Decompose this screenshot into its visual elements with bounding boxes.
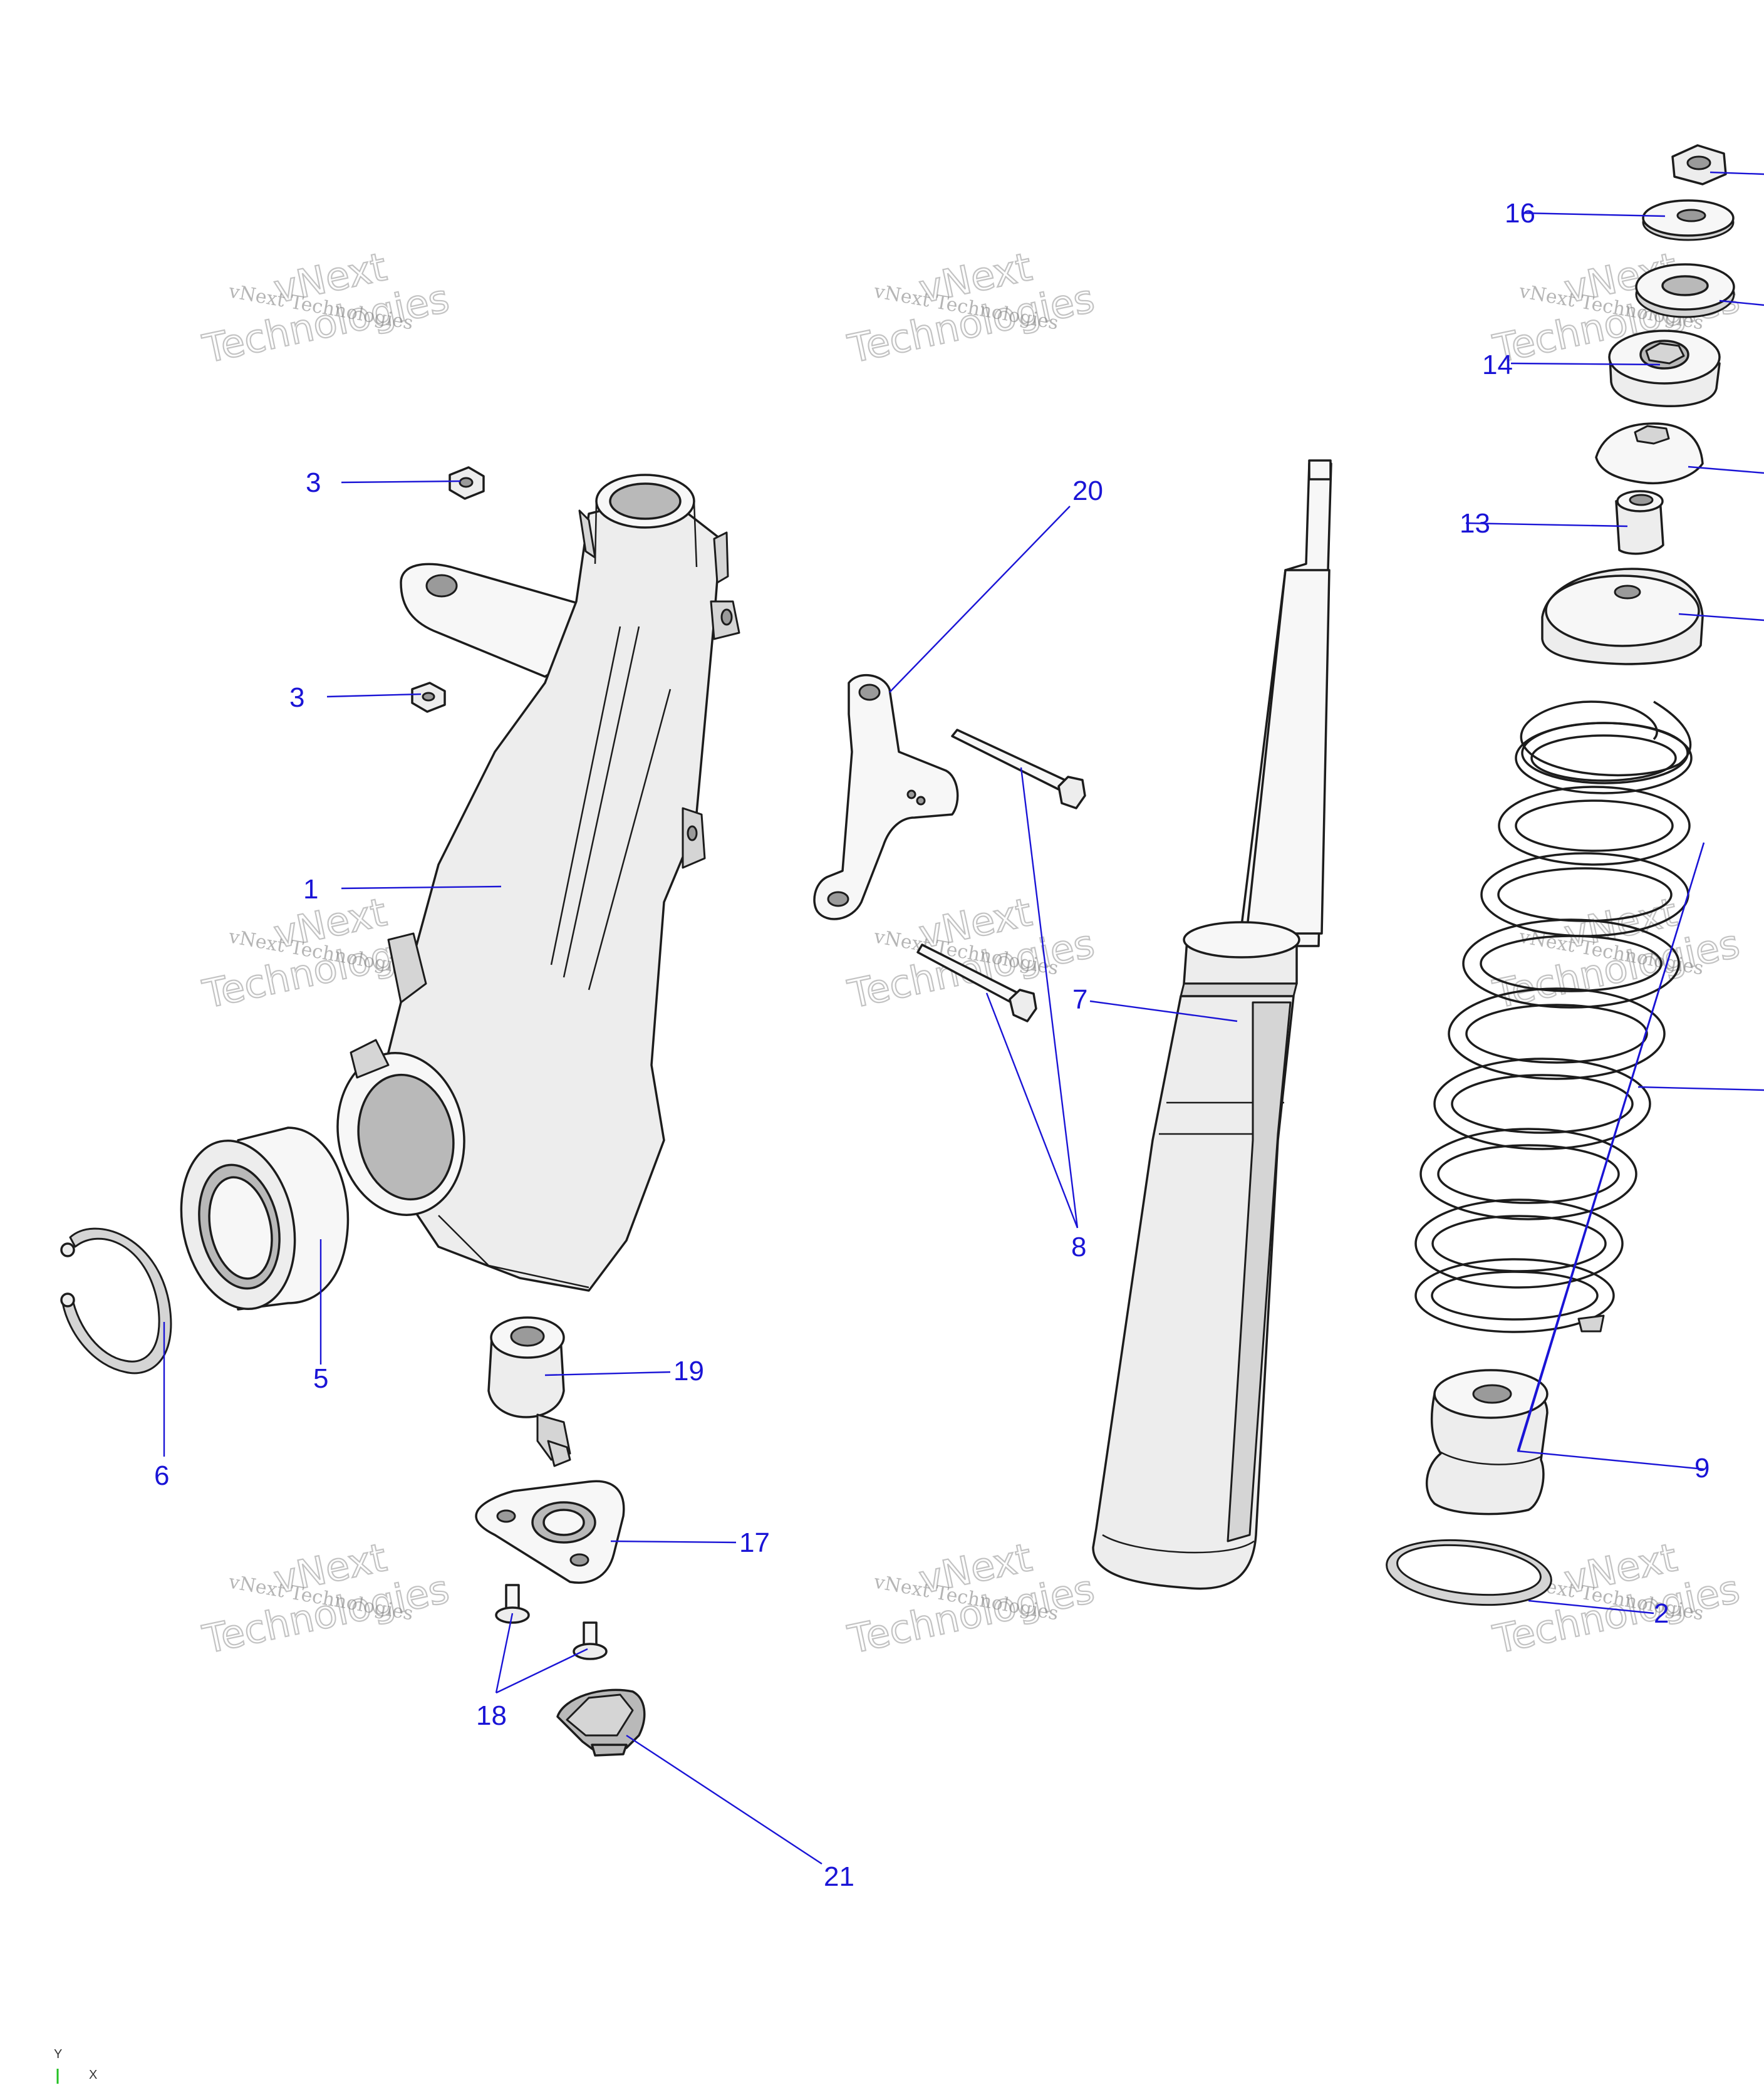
part-19-ball-joint <box>487 1316 571 1467</box>
part-cone-spacer <box>1595 422 1704 484</box>
callout-21: 21 <box>824 1861 854 1892</box>
callout-7: 7 <box>1072 984 1087 1015</box>
part-coil-spring <box>1414 700 1693 1333</box>
watermark-bottom-center: vNext Technologies vNext Technologies <box>843 1534 1099 1663</box>
callout-3-lower: 3 <box>289 682 304 713</box>
part-20-bracket <box>813 673 959 920</box>
callout-8: 8 <box>1071 1232 1086 1262</box>
part-18-bolt-right <box>573 1621 608 1660</box>
part-18-bolt-left <box>495 1584 530 1624</box>
part-3-nut-upper <box>449 466 485 500</box>
part-2-o-ring <box>1386 1539 1552 1606</box>
part-upper-spring-seat <box>1541 568 1704 665</box>
part-13-bump-nut <box>1615 490 1664 555</box>
callout-19: 19 <box>673 1356 704 1386</box>
callout-14: 14 <box>1482 350 1513 380</box>
part-16-washer <box>1642 199 1735 241</box>
watermark-mid-right: vNext Technologies vNext Technologies <box>1488 888 1744 1018</box>
part-21-dust-boot <box>556 1688 646 1757</box>
watermark-mid-center: vNext Technologies vNext Technologies <box>843 888 1099 1018</box>
callout-16: 16 <box>1505 198 1535 229</box>
callout-6: 6 <box>154 1460 169 1491</box>
axis-x-label: X <box>89 2068 97 2082</box>
callout-1: 1 <box>303 874 318 905</box>
callout-18: 18 <box>476 1700 507 1731</box>
callout-5: 5 <box>313 1363 328 1394</box>
part-8-bolt-upper <box>951 729 1086 809</box>
part-1-steering-knuckle <box>336 474 740 1292</box>
callout-2: 2 <box>1654 1598 1669 1629</box>
part-3-nut-lower <box>411 682 446 713</box>
part-8-bolt-lower <box>916 944 1037 1022</box>
callout-20: 20 <box>1072 476 1103 506</box>
callout-17: 17 <box>739 1527 770 1558</box>
axis-indicator: Y X <box>54 2047 97 2084</box>
watermark-top-center: vNext Technologies vNext Technologies <box>843 243 1099 373</box>
leader-lines <box>163 171 1764 1865</box>
callout-13: 13 <box>1460 508 1490 539</box>
axis-y-label: Y <box>54 2047 62 2061</box>
callout-3-upper: 3 <box>306 467 321 498</box>
watermark-bottom-left: vNext Technologies vNext Technologies <box>198 1534 454 1663</box>
part-7-shock-absorber <box>1092 459 1332 1590</box>
part-top-nut <box>1671 144 1727 185</box>
part-17-mounting-plate <box>475 1480 625 1584</box>
part-upper-plate <box>1635 263 1735 318</box>
part-14-strut-mount <box>1608 330 1721 407</box>
watermark-top-left: vNext Technologies vNext Technologies <box>198 243 454 373</box>
part-6-circlip <box>60 1227 172 1375</box>
callout-9: 9 <box>1694 1453 1710 1484</box>
part-9-bump-stop <box>1426 1369 1549 1516</box>
